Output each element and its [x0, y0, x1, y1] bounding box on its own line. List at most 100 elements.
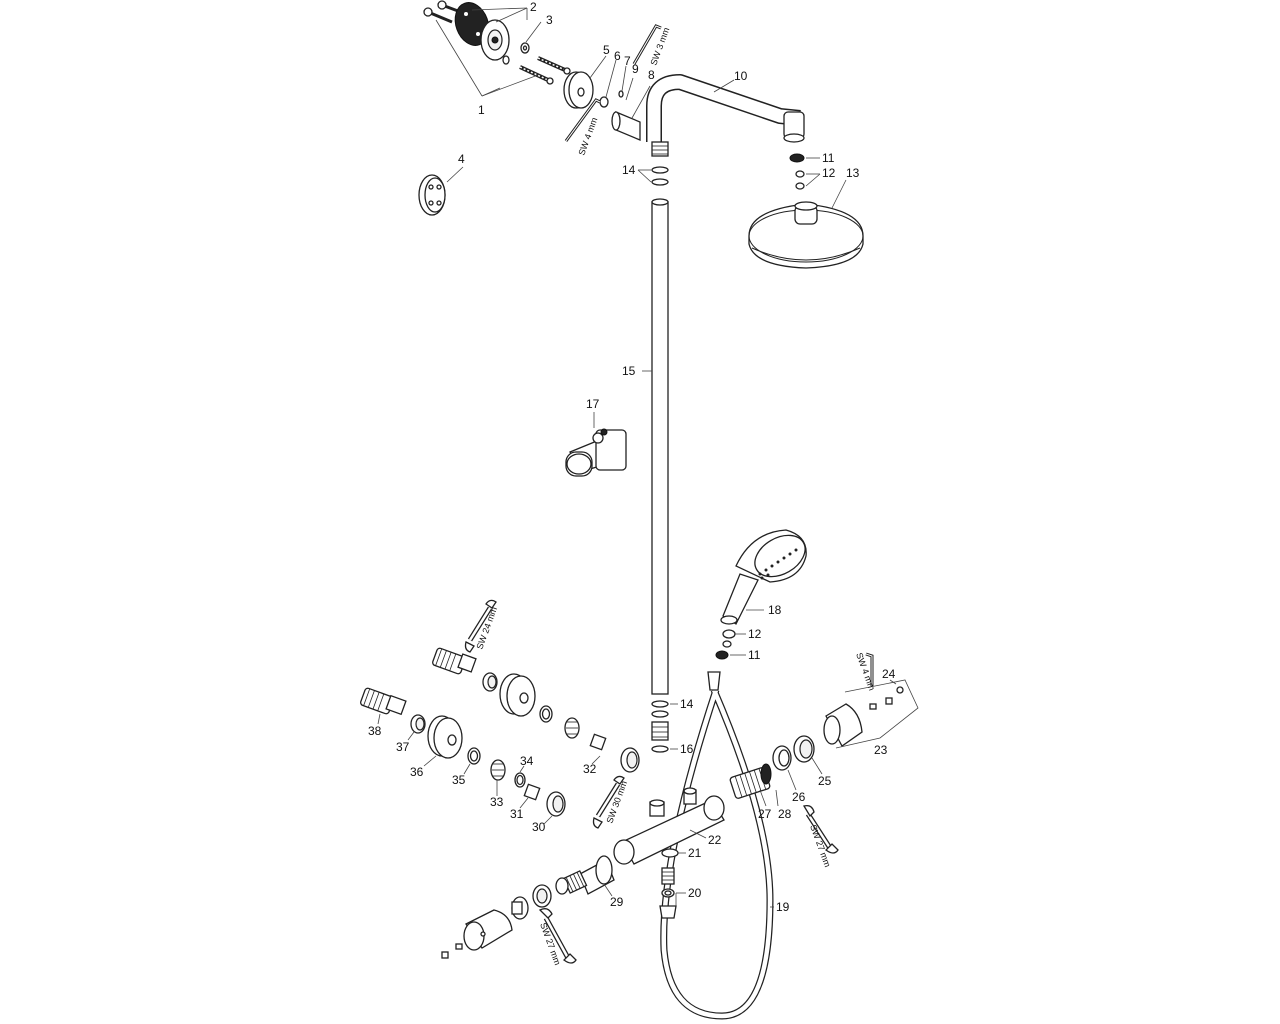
adapter-ring	[772, 745, 797, 791]
part-label-29: 29	[610, 895, 624, 909]
part-label-14-lower: 14	[680, 697, 694, 711]
part-label-37: 37	[396, 740, 410, 754]
allen-key-icon	[865, 652, 874, 686]
part-label-35: 35	[452, 773, 466, 787]
washer	[520, 42, 530, 54]
part-label-21: 21	[688, 846, 702, 860]
part-label-22: 22	[708, 833, 722, 847]
part-label-13: 13	[846, 166, 860, 180]
thread-end	[651, 721, 678, 753]
check-valve	[589, 733, 607, 751]
gasket-plate	[454, 2, 490, 46]
union-nut	[591, 747, 640, 773]
part-label-24: 24	[882, 667, 896, 681]
thermostat-cartridge	[729, 763, 779, 807]
part-label-9: 9	[632, 62, 639, 76]
union-nut	[793, 735, 823, 775]
o-ring	[651, 700, 678, 718]
o-ring	[463, 747, 481, 775]
part-label-5: 5	[603, 43, 610, 57]
handle-cap	[823, 703, 863, 747]
part-label-27: 27	[758, 807, 772, 821]
part-label-17: 17	[586, 397, 600, 411]
screw	[423, 7, 453, 24]
overhead-shower	[748, 179, 864, 269]
wall-rosette	[499, 673, 536, 717]
slider-holder	[565, 412, 627, 477]
hose-connector	[659, 867, 686, 919]
handle-knob	[463, 909, 513, 951]
set-screw	[441, 943, 463, 959]
diverter-cartridge	[562, 855, 615, 897]
part-label-15: 15	[622, 364, 636, 378]
adapter-ring	[555, 877, 569, 895]
part-label-36: 36	[410, 765, 424, 779]
part-label-18: 18	[768, 603, 782, 617]
o-ring	[637, 166, 669, 186]
part-label-32: 32	[583, 762, 597, 776]
thermostat-body	[613, 787, 725, 865]
part-label-34: 34	[520, 754, 534, 768]
part-label-7: 7	[624, 54, 631, 68]
part-label-19: 19	[776, 900, 790, 914]
wrench-icon	[538, 908, 577, 964]
part-label-4: 4	[458, 152, 465, 166]
adapter-ring	[482, 672, 498, 692]
part-label-16: 16	[680, 742, 694, 756]
set-screw	[599, 59, 617, 108]
wrench-icon	[802, 804, 839, 854]
part-label-3: 3	[546, 13, 553, 27]
long-screw	[537, 56, 571, 75]
pin	[618, 65, 627, 98]
set-screw	[869, 686, 904, 710]
part-label-6: 6	[614, 49, 621, 63]
part-label-10: 10	[734, 69, 748, 83]
washer	[789, 153, 820, 163]
washer	[795, 170, 821, 190]
part-label-25: 25	[818, 774, 832, 788]
part-label-12-lower: 12	[748, 627, 762, 641]
part-label-12: 12	[822, 166, 836, 180]
thread-end	[651, 141, 669, 157]
union-nut	[532, 884, 552, 908]
part-number-labels: 1 2 3 4 5 6 7 8 9 10 11 12 13 14 15 16 1…	[368, 0, 896, 914]
o-ring	[539, 705, 553, 723]
connector-lower	[360, 687, 407, 725]
part-label-20: 20	[688, 886, 702, 900]
adapter-ring	[407, 714, 426, 741]
hand-shower	[720, 529, 807, 625]
part-label-11-lower: 11	[748, 648, 761, 662]
part-label-11: 11	[822, 151, 835, 165]
wrench-icon	[592, 775, 625, 829]
valve-insert	[490, 759, 506, 796]
shower-arm	[646, 74, 805, 143]
part-label-2: 2	[530, 0, 537, 14]
part-label-28: 28	[778, 807, 792, 821]
part-label-1: 1	[478, 103, 485, 117]
wrench-size-label: SW 4 mm	[854, 651, 877, 692]
connector-upper	[432, 647, 477, 675]
check-valve	[519, 783, 541, 809]
part-label-26: 26	[792, 790, 806, 804]
part-label-23: 23	[874, 743, 888, 757]
valve-insert	[564, 717, 580, 739]
part-label-30: 30	[532, 820, 546, 834]
cover-cap	[418, 166, 464, 216]
part-label-33: 33	[490, 795, 504, 809]
wall-rosette	[563, 55, 607, 109]
sleeve	[611, 85, 651, 141]
part-label-38: 38	[368, 724, 382, 738]
o-ring	[514, 765, 526, 788]
allen-key-icon	[632, 24, 662, 65]
spindle-adapter	[511, 896, 529, 920]
part-label-14: 14	[622, 163, 636, 177]
union-nut	[543, 791, 566, 825]
dowel	[502, 55, 510, 65]
wrench-icon	[464, 599, 497, 653]
allen-key-icon	[564, 98, 601, 142]
wall-mount-group	[423, 0, 571, 97]
wall-rosette	[423, 715, 463, 767]
riser-pipe	[642, 198, 669, 695]
o-ring	[661, 848, 686, 858]
